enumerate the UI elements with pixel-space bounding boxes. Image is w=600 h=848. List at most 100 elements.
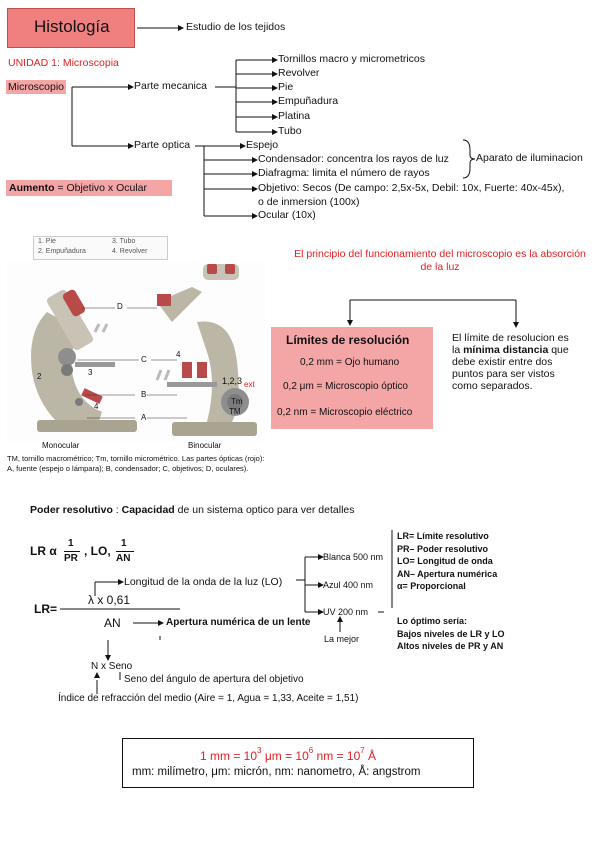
fig-label-3: 3 xyxy=(88,368,93,377)
small-legend: 1. Pie 3. Tubo 2. Empuñadura 4. Revolver xyxy=(33,236,168,260)
poder-rest: de un sistema optico para ver detalles xyxy=(174,504,355,516)
microscope-figure xyxy=(7,262,265,442)
u-e3: 7 xyxy=(360,746,365,755)
parte-mecanica-label: Parte mecanica xyxy=(134,80,207,92)
legend-item: 2. Empuñadura xyxy=(38,248,86,255)
def-item: LR= Límite resolutivo xyxy=(397,531,489,541)
figure-caption: TM, tornillo macrométrico; Tm, tornillo … xyxy=(7,454,269,474)
capacidad-bold: Capacidad xyxy=(121,504,175,516)
principio-text: El principio del funcionamiento del micr… xyxy=(290,248,590,274)
aumento-rest: = Objetivo x Ocular xyxy=(54,182,147,194)
frac-pr: PR xyxy=(64,553,78,564)
poder-mid: : xyxy=(112,504,122,516)
monocular-label: Monocular xyxy=(42,441,80,450)
fig-label-ext: ext xyxy=(244,380,255,389)
limite-row: 0,2 nm = Microscopio eléctrico xyxy=(277,407,413,418)
lr-eq: LR= xyxy=(34,602,58,616)
principio-content: El principio del funcionamiento del micr… xyxy=(294,248,586,273)
fig-label-a: A xyxy=(141,413,147,422)
optica-item: Diafragma: limita el número de rayos xyxy=(258,167,430,179)
fig-label-tm2: TM xyxy=(229,407,241,416)
mecanica-item: Revolver xyxy=(278,67,320,79)
nxseno-text: N x Seno xyxy=(91,661,133,672)
fig-label-4a: 4 xyxy=(176,350,181,359)
mecanica-item: Tornillos macro y micrometricos xyxy=(278,53,426,65)
microscopio-label: Microscopio xyxy=(6,80,67,94)
mecanica-item: Empuñadura xyxy=(278,95,339,107)
optica-item: Objetivo: Secos (De campo: 2,5x-5x, Debi… xyxy=(258,182,565,194)
limite-desc-post: que debe existir entre dos puntos para s… xyxy=(452,344,569,392)
fig-label-d: D xyxy=(117,302,123,311)
frac-line xyxy=(64,551,80,552)
u-e1: 3 xyxy=(257,746,262,755)
unit-heading: UNIDAD 1: Microscopia xyxy=(8,57,119,69)
limites-box xyxy=(271,327,433,429)
definitions: LR= Límite resolutivo PR– Poder resoluti… xyxy=(397,530,497,593)
u1a: 1 mm = 10 xyxy=(200,749,258,763)
limites-title: Límites de resolución xyxy=(286,333,410,347)
mecanica-item: Platina xyxy=(278,110,311,122)
legend-item: 4. Revolver xyxy=(112,248,148,255)
fig-label-123: 1,2,3 xyxy=(222,376,243,386)
limite-description: El límite de resolucion es la mínima dis… xyxy=(452,332,574,392)
caption-text: TM, tornillo macrométrico; Tm, tornillo … xyxy=(7,454,265,473)
wavelength-item: UV 200 nm xyxy=(323,607,369,617)
longitud-text: Longitud de la onda de la luz (LO) xyxy=(124,576,283,588)
la-mejor: La mejor xyxy=(324,634,360,644)
aumento-box: Aumento = Objetivo x Ocular xyxy=(6,180,172,196)
fig-label-c: C xyxy=(141,355,147,364)
denominator: AN xyxy=(104,616,121,630)
u1b: μm = 10 xyxy=(261,749,309,763)
aumento-bold: Aumento xyxy=(9,182,55,194)
frac-line xyxy=(116,551,134,552)
lo-text: , LO, xyxy=(84,544,111,558)
limite-row: 0,2 mm = Ojo humano xyxy=(300,357,400,368)
optimo-title: Lo óptimo sería: xyxy=(397,616,468,626)
def-item: LO= Longitud de onda xyxy=(397,556,493,566)
mecanica-item: Pie xyxy=(278,81,294,93)
limite-row: 0,2 μm = Microscopio óptico xyxy=(283,381,408,392)
optimo-line: Altos niveles de PR y AN xyxy=(397,641,504,651)
title-box xyxy=(7,8,135,48)
units-box xyxy=(122,738,474,788)
fig-label-b: B xyxy=(141,390,147,399)
legend-item: 1. Pie xyxy=(38,238,56,245)
u1d: Å xyxy=(364,749,377,763)
wavelength-item: Blanca 500 nm xyxy=(323,552,384,562)
def-item: PR– Poder resolutivo xyxy=(397,543,489,554)
def-item: α= Proporcional xyxy=(397,581,466,591)
monocular-microscope xyxy=(31,289,137,432)
legend-item: 3. Tubo xyxy=(112,238,136,245)
optica-item: o de inmersion (100x) xyxy=(258,196,360,208)
title-definition: Estudio de los tejidos xyxy=(186,21,286,33)
numerator: λ x 0,61 xyxy=(88,593,131,607)
binocular-label: Binocular xyxy=(188,441,222,450)
seno-text: Seno del ángulo de apertura del objetivo xyxy=(124,674,304,685)
units-line1: 1 mm = 103 μm = 106 nm = 107 Å xyxy=(200,746,377,763)
fig-label-2: 2 xyxy=(37,372,42,381)
aparato-label: Aparato de iluminacion xyxy=(476,152,583,164)
units-line2: mm: milímetro, μm: micrón, nm: nanometro… xyxy=(132,766,421,778)
lr-alpha: LR α xyxy=(30,544,57,558)
optica-item: Espejo xyxy=(246,139,279,151)
fig-label-4b: 4 xyxy=(94,402,99,411)
limite-desc-bold: mínima distancia xyxy=(463,344,549,356)
binocular-microscope xyxy=(157,264,257,436)
frac-one-a: 1 xyxy=(68,538,74,549)
poder-bold: Poder resolutivo xyxy=(30,504,113,516)
u1c: nm = 10 xyxy=(313,749,361,763)
indice-text: Índice de refracción del medio (Aire = 1… xyxy=(58,693,359,704)
apertura-text: Apertura numérica de un lente xyxy=(166,617,311,628)
mecanica-item: Tubo xyxy=(278,125,302,137)
page-title: Histología xyxy=(34,17,110,36)
poder-line: Poder resolutivo : Capacidad de un siste… xyxy=(30,504,355,516)
parte-optica-label: Parte optica xyxy=(134,139,191,151)
optica-item: Condensador: concentra los rayos de luz xyxy=(258,153,449,165)
frac-an: AN xyxy=(116,553,131,564)
optimo-line: Bajos niveles de LR y LO xyxy=(397,628,505,639)
optimo: Lo óptimo sería: Bajos niveles de LR y L… xyxy=(397,615,505,653)
optica-item: Ocular (10x) xyxy=(258,209,316,221)
def-item: AN– Apertura numérica xyxy=(397,568,498,579)
limite-desc-pre: El límite de resolucion es la xyxy=(452,332,569,356)
